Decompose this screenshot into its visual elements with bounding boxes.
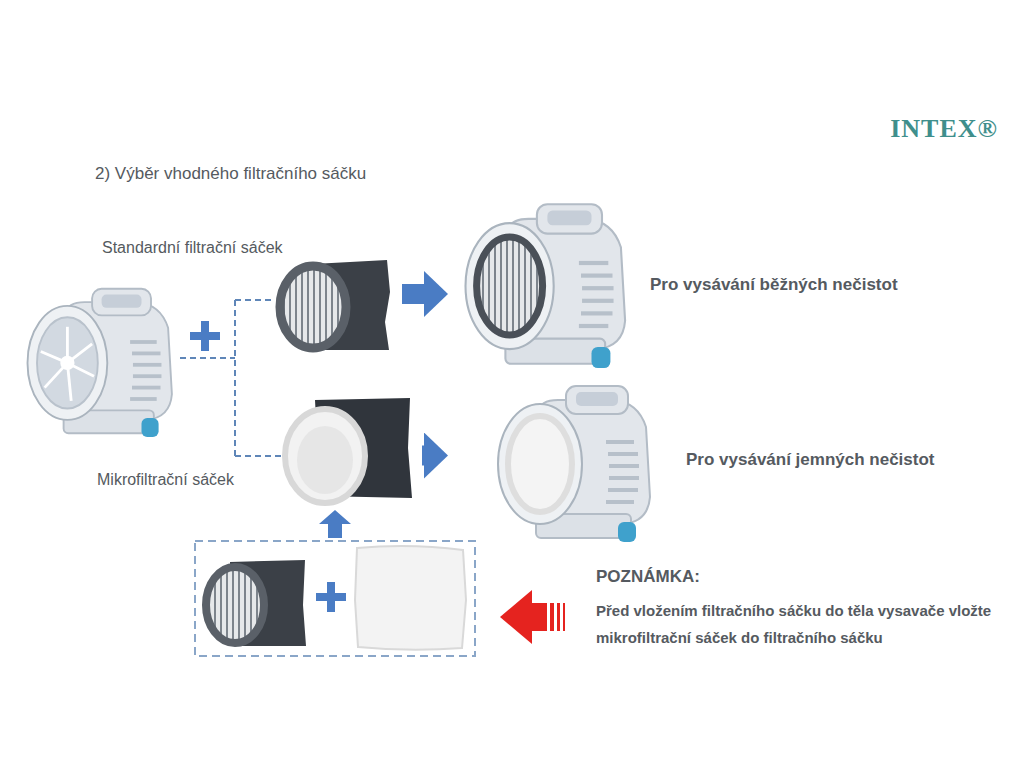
standard-bag <box>280 260 390 350</box>
dashed-group <box>195 541 475 656</box>
plus-sign <box>201 321 209 351</box>
node-label: POZNÁMKA: <box>596 567 700 587</box>
plus-sign <box>327 582 335 612</box>
block-arrow <box>402 284 424 304</box>
micro-inner <box>297 426 353 494</box>
heading: 2) Výběr vhodného filtračního sáčku <box>95 164 366 184</box>
dashed-branch <box>180 300 282 456</box>
vacuum <box>466 204 626 368</box>
red-arrow <box>531 603 547 631</box>
red-arrow-stripe <box>550 603 554 631</box>
vacuum <box>498 386 650 542</box>
node-label: Mikrofiltrační sáček <box>97 470 234 489</box>
note-box: POZNÁMKA: Před vložením filtračního sáčku… <box>594 565 1008 655</box>
micro-bag <box>285 398 412 503</box>
up-arrow <box>319 510 351 538</box>
standard-bag <box>206 560 306 646</box>
node-label: Pro vysávání jemných nečistot <box>686 450 935 470</box>
result-panel: Pro vysávání jemných nečistot <box>455 380 947 540</box>
fan-hub <box>62 357 73 368</box>
bag-ring <box>280 266 346 348</box>
bag-panel: Mikrofiltrační sáček <box>95 398 415 513</box>
result-panel: Pro vysávání běžných nečistot <box>455 200 910 370</box>
block-arrow <box>422 446 424 466</box>
red-arrow <box>500 590 532 644</box>
red-arrow-stripe <box>557 603 560 631</box>
micro-cloth <box>355 546 466 650</box>
inserted-micro-bag <box>508 416 572 512</box>
inserted-bag <box>477 237 543 335</box>
vacuum <box>28 289 172 437</box>
bag-ring <box>206 567 264 643</box>
node-body: Před vložením filtračního sáčku do těla … <box>596 598 1006 651</box>
fan <box>41 327 94 401</box>
micro-ring <box>285 409 365 503</box>
node-label: Pro vysávání běžných nečistot <box>650 275 898 295</box>
node-label: Standardní filtrační sáček <box>102 238 283 257</box>
red-arrow-stripe <box>563 603 565 631</box>
brand-logo: INTEX® <box>890 114 998 144</box>
bag-panel: Standardní filtrační sáček <box>100 236 395 352</box>
